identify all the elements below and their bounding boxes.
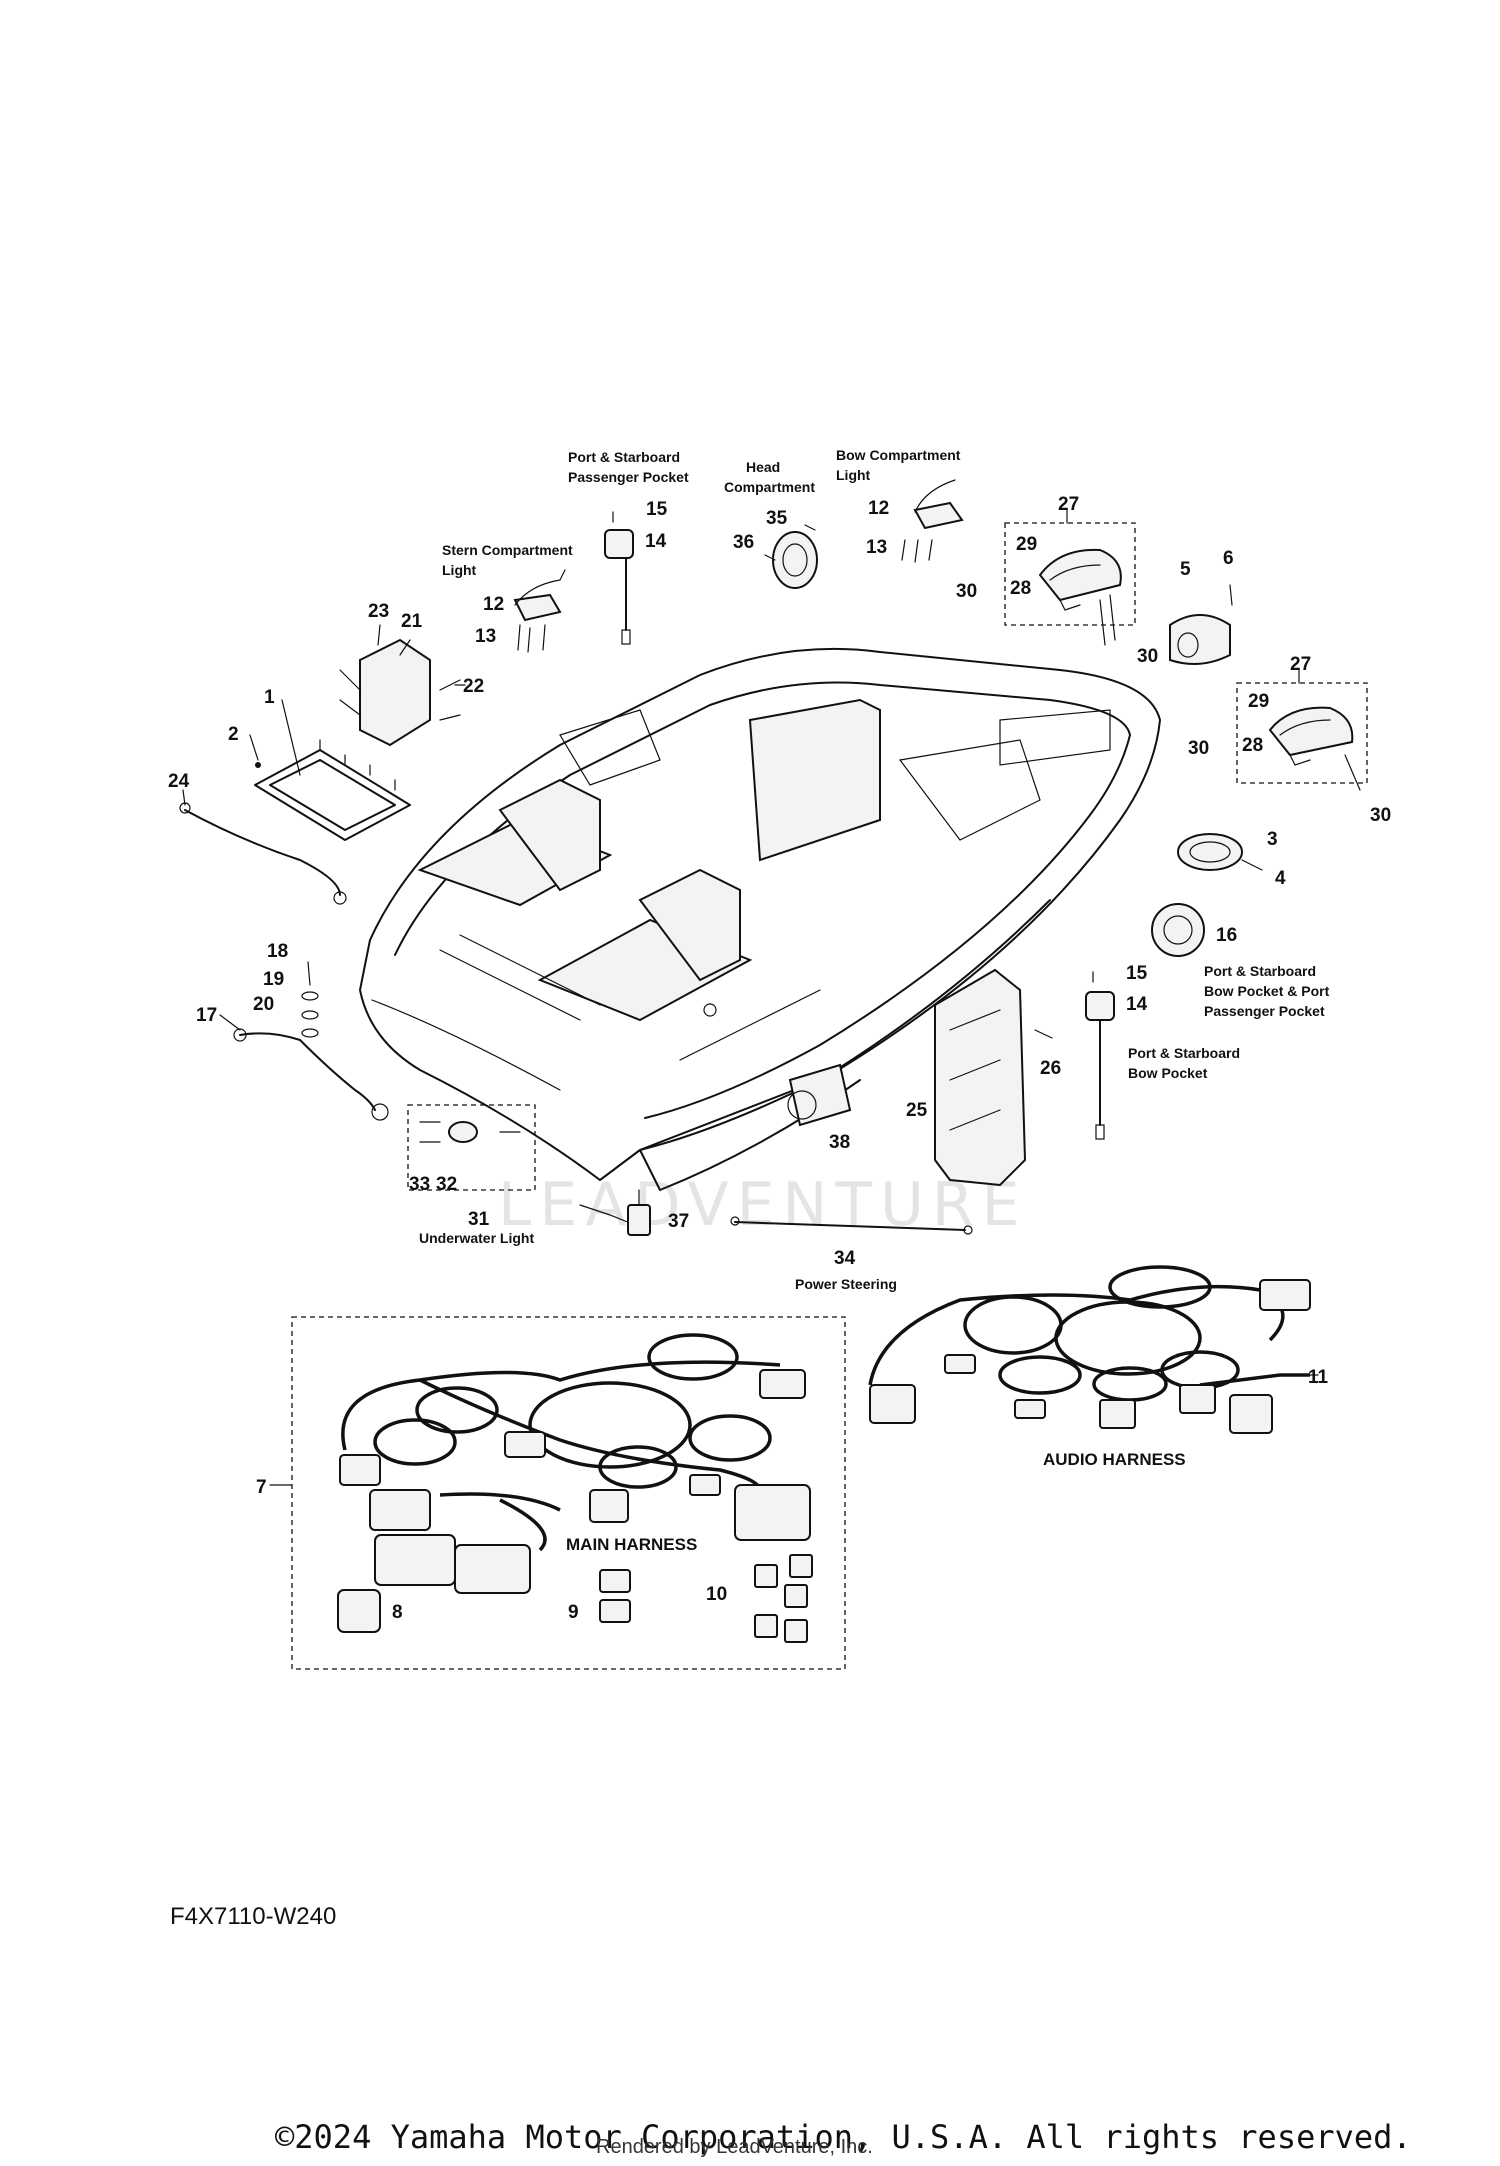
- ground-cable-part: [233, 961, 389, 1121]
- callout-8: 8: [392, 1602, 403, 1623]
- speaker-assembly-lower: [1236, 682, 1368, 791]
- callout-30d: 30: [1370, 805, 1391, 826]
- callout-30a: 30: [956, 581, 977, 602]
- boat-hull-drawing: [359, 647, 1161, 1191]
- callout-21: 21: [401, 611, 423, 632]
- callout-15b: 15: [1126, 963, 1148, 984]
- audio-harness-label: AUDIO HARNESS: [1043, 1450, 1186, 1469]
- callout-37: 37: [668, 1211, 689, 1232]
- location-labels: Port & Starboard Passenger Pocket Head C…: [419, 447, 1330, 1292]
- underwater-light-part: [407, 1104, 536, 1191]
- bracket-assembly-part: [339, 638, 461, 747]
- label-bow-pocket-line2: Bow Pocket: [1128, 1065, 1208, 1081]
- callout-33: 33: [409, 1174, 430, 1195]
- speaker-grille-part: [1177, 833, 1263, 871]
- callout-2: 2: [228, 724, 239, 745]
- callout-1: 1: [264, 687, 275, 708]
- bow-pocket-light-part: [1085, 971, 1115, 1140]
- callout-36: 36: [733, 532, 754, 553]
- label-bow-compartment-line2: Light: [836, 467, 871, 483]
- label-underwater-light: Underwater Light: [419, 1230, 534, 1246]
- bow-compartment-light-part: [901, 479, 964, 563]
- label-head-compartment-line1: Head: [746, 459, 780, 475]
- callout-5: 5: [1180, 559, 1191, 580]
- callout-38: 38: [829, 1132, 850, 1153]
- callout-14b: 14: [1126, 994, 1148, 1015]
- passenger-pocket-light-part: [604, 511, 634, 645]
- label-head-compartment-line2: Compartment: [724, 479, 815, 495]
- callout-7: 7: [256, 1477, 267, 1498]
- callout-19: 19: [263, 969, 284, 990]
- callout-30c: 30: [1188, 738, 1209, 759]
- callout-15a: 15: [646, 499, 668, 520]
- head-compartment-part: [764, 524, 818, 589]
- callout-6: 6: [1223, 548, 1234, 569]
- callout-27b: 27: [1290, 654, 1311, 675]
- callout-16: 16: [1216, 925, 1237, 946]
- callout-22: 22: [463, 676, 484, 697]
- callout-35: 35: [766, 508, 788, 529]
- label-stern-compartment-line1: Stern Compartment: [442, 542, 573, 558]
- callout-29b: 29: [1248, 691, 1269, 712]
- label-bow-compartment-line1: Bow Compartment: [836, 447, 961, 463]
- callout-9: 9: [568, 1602, 579, 1623]
- callout-13a: 13: [475, 626, 496, 647]
- callout-13b: 13: [866, 537, 887, 558]
- power-outlet-part: [787, 1063, 852, 1127]
- label-power-steering: Power Steering: [795, 1276, 897, 1292]
- horn-part: [1169, 584, 1233, 665]
- main-harness-group: [291, 1316, 846, 1670]
- callout-23: 23: [368, 601, 389, 622]
- callout-25: 25: [906, 1100, 928, 1121]
- callout-26: 26: [1040, 1058, 1061, 1079]
- callout-30b: 30: [1137, 646, 1158, 667]
- control-module-part: [934, 968, 1053, 1187]
- callout-20: 20: [253, 994, 274, 1015]
- label-stern-compartment-line2: Light: [442, 562, 477, 578]
- label-bow-pocket-line1: Port & Starboard: [1128, 1045, 1240, 1061]
- callout-32: 32: [436, 1174, 457, 1195]
- callout-28b: 28: [1242, 735, 1263, 756]
- label-bow-pocket-port-line3: Passenger Pocket: [1204, 1003, 1325, 1019]
- label-passenger-pocket-line1: Port & Starboard: [568, 449, 680, 465]
- callout-11: 11: [1308, 1367, 1329, 1388]
- usb-charger-part: [1151, 903, 1205, 957]
- battery-tray-part: [254, 739, 411, 841]
- sensor-part: [579, 1189, 651, 1236]
- callout-12a: 12: [483, 594, 504, 615]
- stern-compartment-light-part: [513, 569, 566, 653]
- copyright-notice: ©2024 Yamaha Motor Corporation, U.S.A. A…: [275, 2118, 1412, 2156]
- callout-10: 10: [706, 1584, 727, 1605]
- battery-cable-part: [179, 802, 347, 905]
- speaker-assembly-upper: [1004, 522, 1136, 646]
- audio-harness-group: [868, 1265, 1311, 1434]
- callout-27a: 27: [1058, 494, 1079, 515]
- label-passenger-pocket-line2: Passenger Pocket: [568, 469, 689, 485]
- power-steering-cable-part: [730, 1216, 973, 1235]
- rendered-by-notice: Rendered by LeadVenture, Inc.: [596, 2136, 873, 2158]
- callout-34: 34: [834, 1248, 856, 1269]
- main-harness-label: MAIN HARNESS: [566, 1535, 697, 1554]
- callout-24: 24: [168, 771, 190, 792]
- callout-12b: 12: [868, 498, 889, 519]
- label-bow-pocket-port-line1: Port & Starboard: [1204, 963, 1316, 979]
- callout-31: 31: [468, 1209, 490, 1230]
- callout-29a: 29: [1016, 534, 1037, 555]
- callout-4: 4: [1275, 868, 1286, 889]
- callout-numbers: 1 2 3 4 5 6 7 8 9 10 11 12 12 13 13 14 1…: [168, 494, 1391, 1623]
- diagram-code: F4X7110-W240: [170, 1903, 337, 1930]
- callout-14a: 14: [645, 531, 667, 552]
- callout-17: 17: [196, 1005, 217, 1026]
- label-bow-pocket-port-line2: Bow Pocket & Port: [1204, 983, 1330, 999]
- callout-3: 3: [1267, 829, 1278, 850]
- callout-18: 18: [267, 941, 288, 962]
- callout-28a: 28: [1010, 578, 1031, 599]
